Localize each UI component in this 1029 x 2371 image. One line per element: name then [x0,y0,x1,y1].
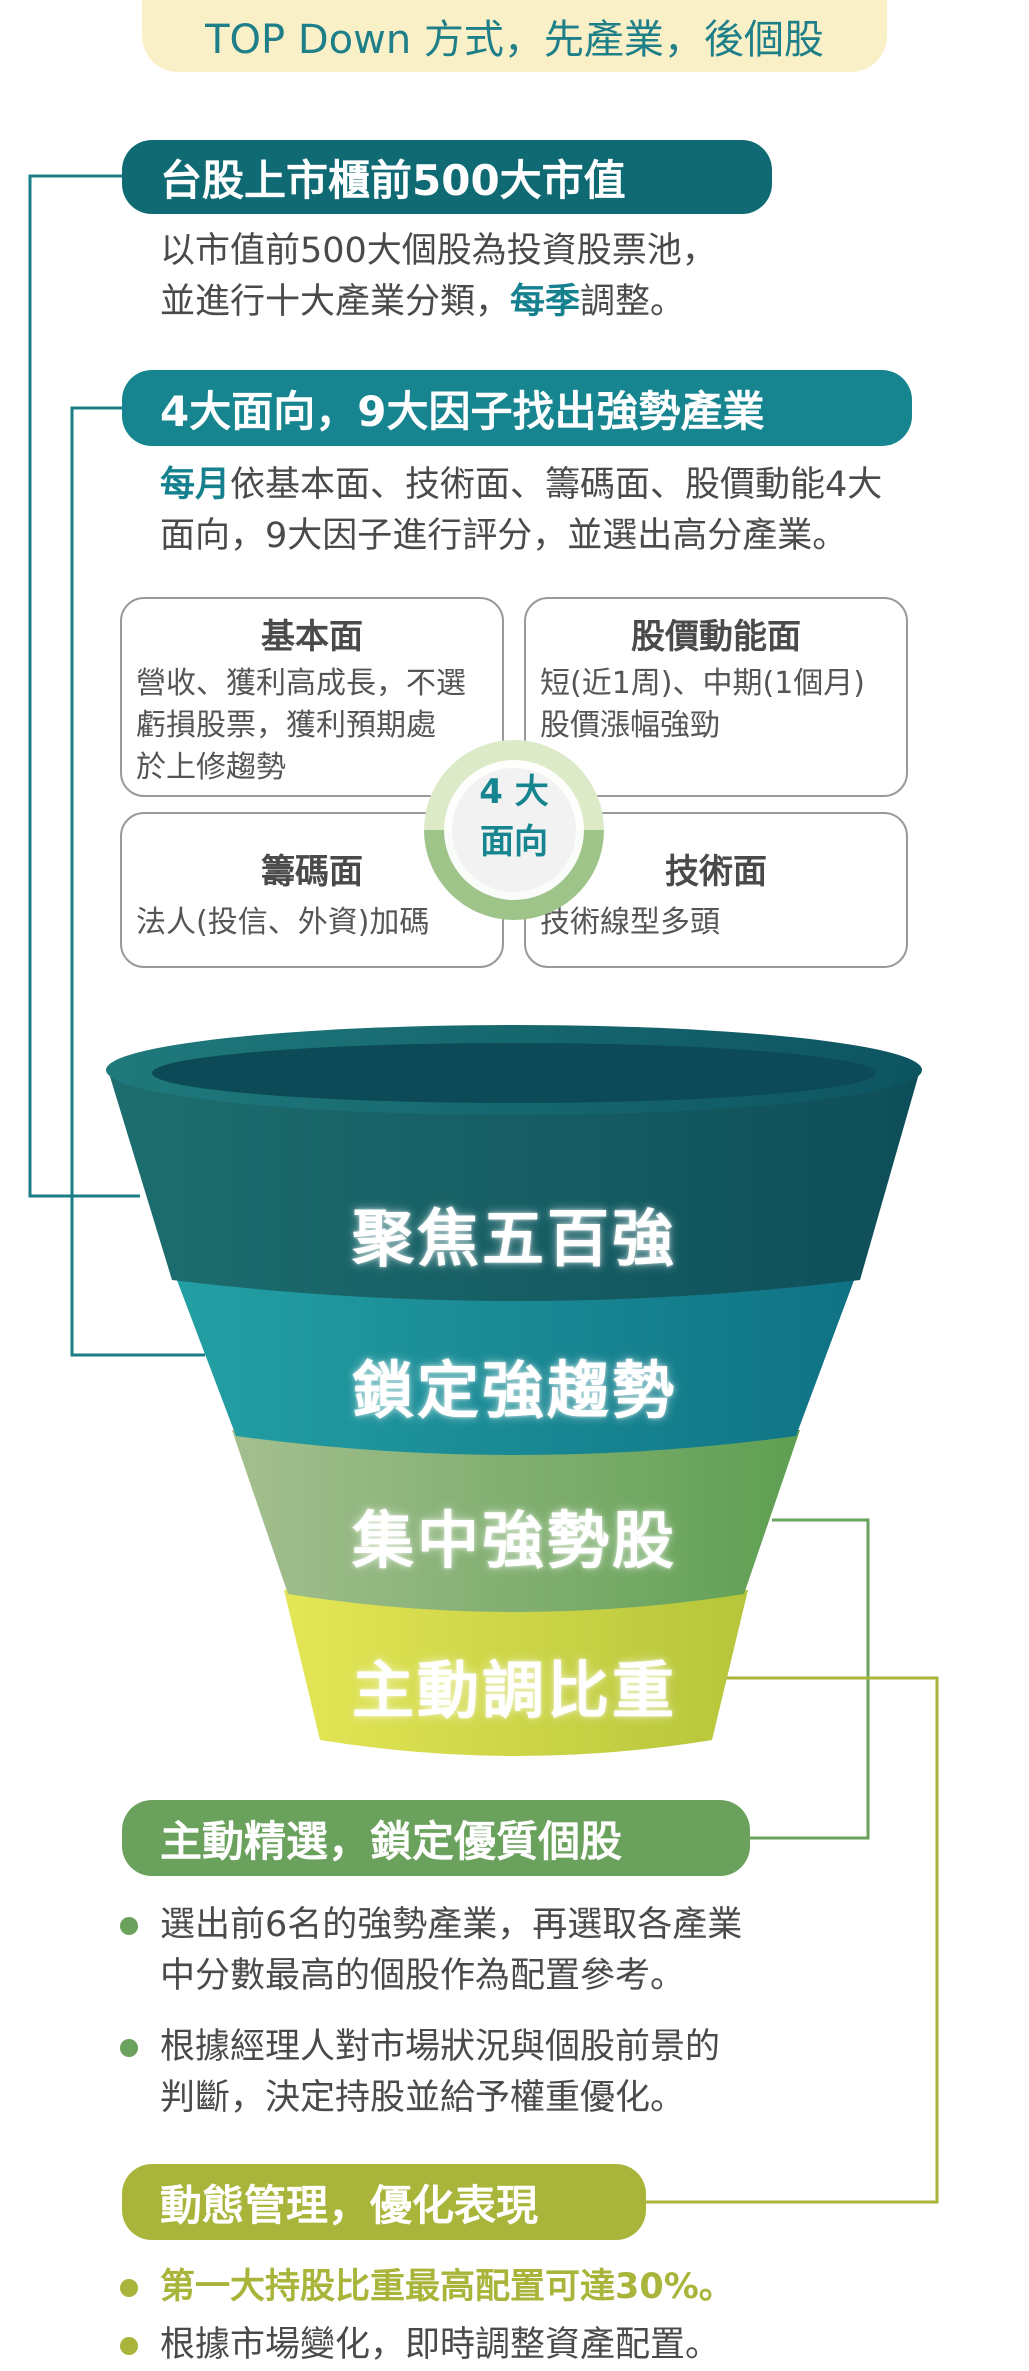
section2-line1-highlight: 每月 [160,465,231,505]
section1-line2-highlight: 每季 [510,282,581,322]
section3-title: 主動精選，鎖定優質個股 [160,1816,623,1866]
connector-section1 [28,174,140,1198]
section1-title: 台股上市櫃前500大市值 [160,155,626,205]
bullet-dot [120,2279,138,2297]
section1-title-pill: 台股上市櫃前500大市值 [122,140,772,214]
box-momentum-line1: 短(近1周)、中期(1個月) [540,666,865,701]
center-circle [424,740,604,920]
section1-line1: 以市值前500大個股為投資股票池， [160,231,717,271]
section1-line2-pre: 並進行十大產業分類， [160,282,511,322]
section2-title-pill: 4大面向，9大因子找出強勢產業 [122,370,912,446]
funnel-tier3-label: 集中強勢股 [351,1504,677,1577]
funnel-rim-inner [152,1043,876,1103]
section1-line2-post: 調整。 [580,282,686,322]
funnel-tier2-label: 鎖定強趨勢 [351,1354,677,1427]
section2-title: 4大面向，9大因子找出強勢產業 [160,386,765,436]
funnel-tier3-shape [232,1430,800,1612]
section3-bullet2-line1: 根據經理人對市場狀況與個股前景的 [160,2027,721,2067]
bullet-dot [120,2039,138,2057]
section2-line1-post: 依基本面、技術面、籌碼面、股價動能4大 [230,465,883,505]
box-technical-line1: 技術線型多頭 [540,905,720,940]
connector-section2 [70,406,205,1357]
bullet-dot [120,2337,138,2355]
funnel-tier1-shape [108,1070,920,1301]
section1-line2: 並進行十大產業分類，每季調整。 [160,277,685,328]
box-technical: 技術面 技術線型多頭 [524,812,908,968]
box-momentum: 股價動能面 短(近1周)、中期(1個月) 股價漲幅強勁 [524,597,908,797]
box-fundamental-title: 基本面 [261,617,363,657]
section3-bullet1-line2: 中分數最高的個股作為配置參考。 [160,1956,686,1996]
connector-section4 [645,1676,939,2204]
section4-bullet2-text: 根據市場變化，即時調整資產配置。 [160,2325,721,2365]
section4-title: 動態管理，優化表現 [160,2180,539,2230]
bullet-dot [120,1917,138,1935]
section3-title-pill: 主動精選，鎖定優質個股 [122,1800,750,1876]
section4-bullet1-text: 第一大持股比重最高配置可達30%。 [160,2267,734,2307]
section3-bullet1-line1: 選出前6名的強勢產業，再選取各產業 [160,1905,743,1945]
funnel [106,1025,922,1756]
funnel-tier2-shape [175,1275,856,1455]
box-fundamental: 基本面 營收、獲利高成長，不選 虧損股票，獲利預期處 於上修趨勢 [120,597,504,797]
funnel-tier4-shape [284,1590,748,1756]
funnel-tier1-label: 聚焦五百強 [351,1202,677,1275]
top-banner: TOP Down 方式，先產業，後個股 [142,0,887,72]
box-fundamental-line3: 於上修趨勢 [136,750,286,785]
box-technical-title: 技術面 [665,852,767,892]
box-fundamental-line1: 營收、獲利高成長，不選 [136,666,466,701]
section2-line2: 面向，9大因子進行評分，並選出高分產業。 [160,516,848,556]
section4-title-pill: 動態管理，優化表現 [122,2164,646,2240]
box-fundamental-line2: 虧損股票，獲利預期處 [136,708,436,743]
funnel-tier4-label: 主動調比重 [351,1654,677,1727]
section2-line1: 每月依基本面、技術面、籌碼面、股價動能4大 [160,460,882,511]
box-chips-title: 籌碼面 [261,852,363,892]
box-momentum-title: 股價動能面 [631,617,801,657]
center-label-line2: 面向 [480,822,548,862]
box-chips-line1: 法人(投信、外資)加碼 [136,905,430,940]
section3-bullet2-line2: 判斷，決定持股並給予權重優化。 [160,2078,686,2118]
box-momentum-line2: 股價漲幅強勁 [540,708,720,743]
box-chips: 籌碼面 法人(投信、外資)加碼 [120,812,504,968]
top-banner-text: TOP Down 方式，先產業，後個股 [205,17,824,63]
center-label-line1: 4 大 [479,772,549,812]
